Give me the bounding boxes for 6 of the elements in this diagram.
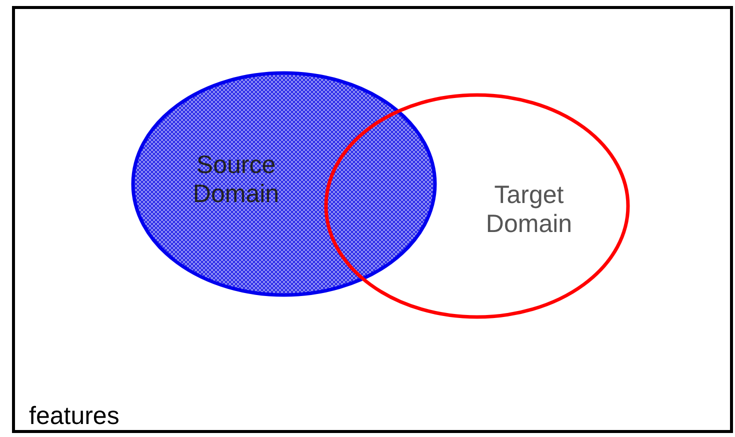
feature-label: features xyxy=(29,402,120,431)
ellipse-label: Target Domain xyxy=(484,181,574,239)
target-ellipse xyxy=(324,93,630,319)
ellipse-label: Source Domain xyxy=(192,151,280,209)
source-ellipse xyxy=(131,71,437,297)
frame-box xyxy=(12,6,733,433)
